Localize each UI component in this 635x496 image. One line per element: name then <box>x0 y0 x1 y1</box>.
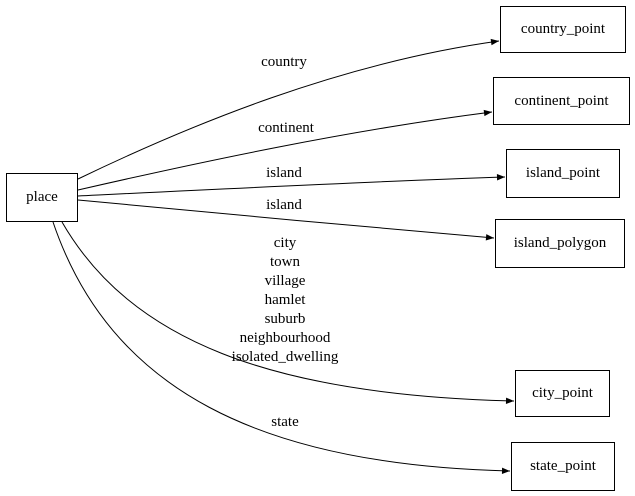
node-island-polygon: island_polygon <box>495 219 625 268</box>
node-place-label: place <box>26 189 58 205</box>
edge-label-state: state <box>271 414 299 430</box>
node-island-point: island_point <box>506 149 620 198</box>
edge-place-island-polygon <box>77 199 495 241</box>
node-place: place <box>6 173 78 222</box>
edge-label-island-2: island <box>266 197 302 213</box>
edge-label-country: country <box>261 54 307 70</box>
node-country-point: country_point <box>500 6 626 53</box>
node-island-point-label: island_point <box>525 165 601 181</box>
node-country-point-label: country_point <box>520 21 606 37</box>
node-island-polygon-label: island_polygon <box>513 235 607 251</box>
edge-place-city-point <box>61 221 515 405</box>
node-city-point-label: city_point <box>532 385 593 401</box>
node-state-point-label: state_point <box>530 458 596 474</box>
edge-place-island-point <box>77 174 506 197</box>
node-continent-point-label: continent_point <box>514 92 609 109</box>
edge-label-island: island <box>266 165 302 181</box>
edge-place-state-point <box>52 221 511 475</box>
edge-label-continent: continent <box>258 120 314 136</box>
edge-place-country-point <box>77 38 500 180</box>
edge-label-city-town-village: city town village hamlet suburb neighbou… <box>231 235 339 365</box>
node-continent-point: continent_point <box>493 77 630 125</box>
node-state-point: state_point <box>511 442 615 491</box>
edge-place-continent-point <box>77 109 493 191</box>
node-city-point: city_point <box>515 370 610 417</box>
